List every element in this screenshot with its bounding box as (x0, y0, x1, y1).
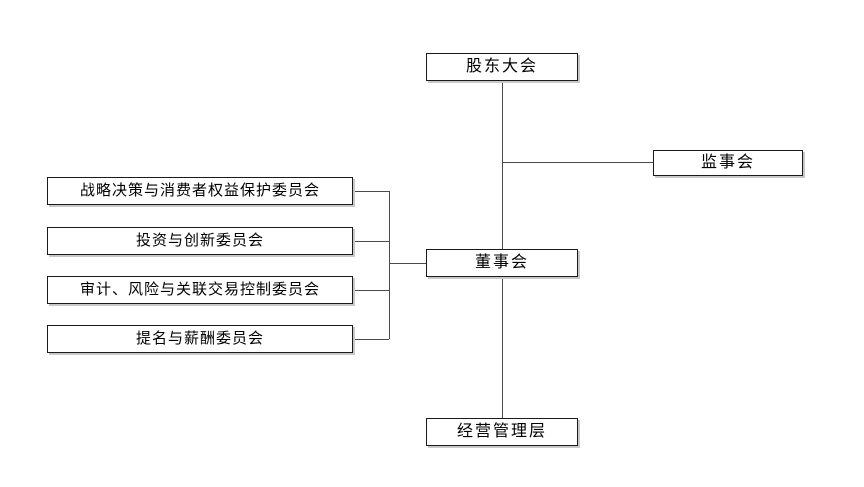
node-investment-innovation-committee[interactable]: 投资与创新委员会 (47, 227, 353, 255)
connector-committee-bus-vertical (389, 191, 390, 339)
connector-shareholders-to-board-spine (502, 81, 503, 249)
node-board-of-supervisors-label: 监事会 (700, 154, 755, 171)
node-nomination-remuneration-committee-label: 提名与薪酬委员会 (135, 330, 264, 347)
node-strategy-consumer-rights-committee[interactable]: 战略决策与消费者权益保护委员会 (47, 177, 353, 205)
node-management-layer[interactable]: 经营管理层 (426, 418, 578, 446)
connector-committee-bus-to-board (389, 263, 426, 264)
node-shareholders-meeting[interactable]: 股东大会 (426, 53, 578, 81)
node-audit-risk-related-transaction-committee[interactable]: 审计、风险与关联交易控制委员会 (47, 276, 353, 304)
node-nomination-remuneration-committee[interactable]: 提名与薪酬委员会 (47, 325, 353, 353)
connector-committee-2-stub (353, 241, 389, 242)
connector-committee-1-stub (353, 191, 389, 192)
node-shareholders-meeting-label: 股东大会 (465, 58, 538, 75)
connector-committee-4-stub (353, 339, 389, 340)
node-board-of-directors-label: 董事会 (474, 254, 529, 271)
connector-board-to-management-spine (502, 277, 503, 418)
connector-shareholders-to-supervisors-branch (502, 162, 653, 163)
node-strategy-consumer-rights-committee-label: 战略决策与消费者权益保护委员会 (79, 182, 320, 199)
node-board-of-directors[interactable]: 董事会 (426, 249, 578, 277)
connector-committee-3-stub (353, 290, 389, 291)
node-audit-risk-related-transaction-committee-label: 审计、风险与关联交易控制委员会 (79, 281, 320, 298)
node-board-of-supervisors[interactable]: 监事会 (653, 150, 803, 176)
node-investment-innovation-committee-label: 投资与创新委员会 (135, 232, 264, 249)
node-management-layer-label: 经营管理层 (456, 423, 547, 440)
